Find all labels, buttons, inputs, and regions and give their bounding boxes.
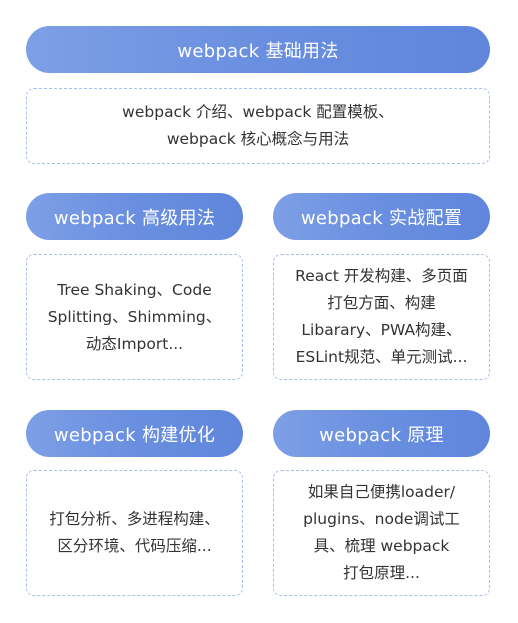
content-line: React 开发构建、多页面 [295,267,468,285]
section-title-label: webpack 基础用法 [177,40,339,62]
section-content-advanced-usage: Tree Shaking、Code Splitting、Shimming、 动态… [26,254,243,380]
section-title-label: webpack 构建优化 [53,424,216,446]
content-line: 打包原理... [343,564,420,582]
section-title-advanced-usage: webpack 高级用法 [26,193,243,240]
section-title-build-optimization: webpack 构建优化 [26,410,243,457]
content-line: 具、梳理 webpack [313,537,450,555]
content-line: webpack 介绍、webpack 配置模板、 [122,103,394,121]
content-line: Tree Shaking、Code [57,280,212,299]
section-title-practical-config: webpack 实战配置 [273,193,490,240]
content-line: 动态Import... [85,334,184,353]
section-content-build-optimization: 打包分析、多进程构建、 区分环境、代码压缩... [26,470,243,596]
content-line: plugins、node调试工 [303,510,460,528]
section-title-basic-usage: webpack 基础用法 [26,26,490,73]
content-line: 打包方面、构建 [327,294,436,312]
section-title-label: webpack 原理 [319,424,444,446]
content-line: Splitting、Shimming、 [47,307,222,326]
section-title-label: webpack 高级用法 [53,207,216,229]
content-line: ESLint规范、单元测试... [295,348,468,366]
content-line: 区分环境、代码压缩... [57,537,212,555]
content-line: 如果自己便携loader/ [307,483,456,501]
content-line: Libarary、PWA构建、 [301,321,462,339]
section-title-principle: webpack 原理 [273,410,490,457]
content-line: webpack 核心概念与用法 [166,130,350,148]
section-content-principle: 如果自己便携loader/ plugins、node调试工 具、梳理 webpa… [273,470,490,596]
section-content-basic-usage: webpack 介绍、webpack 配置模板、 webpack 核心概念与用法 [26,88,490,164]
content-line: 打包分析、多进程构建、 [49,510,220,528]
section-title-label: webpack 实战配置 [300,207,463,229]
section-content-practical-config: React 开发构建、多页面 打包方面、构建 Libarary、PWA构建、 E… [273,254,490,380]
